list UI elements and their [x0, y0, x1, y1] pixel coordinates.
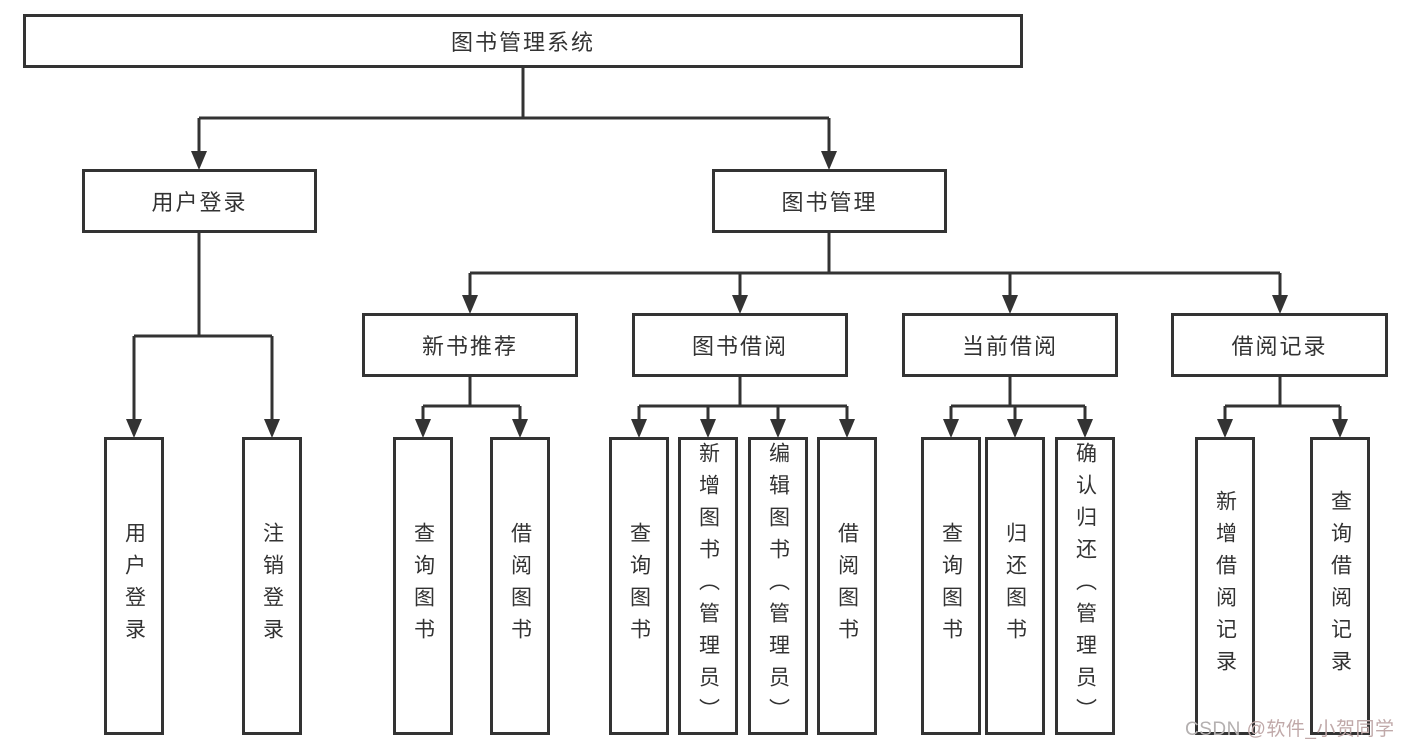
- leaf-cb-confirm-return-admin: 确认归还（管理员）: [1055, 437, 1115, 735]
- connector-book-borrow-to-leaves: [631, 377, 855, 438]
- node-user-login-branch-label: 用户登录: [151, 190, 248, 215]
- node-current-borrow-label: 当前借阅: [961, 334, 1058, 359]
- csdn-watermark-prefix: CSDN: [1185, 719, 1247, 740]
- connector-current-borrow-to-leaves: [943, 377, 1093, 438]
- leaf-user-login: 用户登录: [104, 437, 164, 735]
- node-new-book-rec-label: 新书推荐: [421, 334, 518, 359]
- leaf-bb-query-books-label: 查询图书: [627, 522, 651, 650]
- leaf-cb-query-books: 查询图书: [921, 437, 981, 735]
- csdn-watermark: CSDN @软件_小贺同学: [1185, 714, 1394, 741]
- connector-borrow-records-to-leaves: [1217, 377, 1348, 438]
- leaf-user-login-label: 用户登录: [122, 522, 146, 650]
- leaf-bb-edit-books-admin: 编辑图书（管理员）: [748, 437, 808, 735]
- node-root-system-label: 图书管理系统: [450, 30, 595, 55]
- leaf-bb-borrow-books-label: 借阅图书: [835, 522, 859, 650]
- node-borrow-records-label: 借阅记录: [1231, 334, 1328, 359]
- leaf-bb-query-books: 查询图书: [609, 437, 669, 735]
- leaf-cb-confirm-return-admin-label: 确认归还（管理员）: [1073, 442, 1097, 730]
- connector-book-management-to-sections: [462, 233, 1288, 314]
- node-book-borrow-label: 图书借阅: [691, 334, 788, 359]
- leaf-br-add-record-label: 新增借阅记录: [1213, 490, 1237, 682]
- node-book-management-branch-label: 图书管理: [781, 190, 878, 215]
- leaf-rec-borrow-books: 借阅图书: [490, 437, 550, 735]
- node-borrow-records: 借阅记录: [1171, 313, 1388, 377]
- node-book-borrow: 图书借阅: [632, 313, 848, 377]
- connector-user-login-to-leaves: [126, 233, 280, 438]
- leaf-logout: 注销登录: [242, 437, 302, 735]
- csdn-watermark-handle: @软件_小贺同学: [1246, 719, 1395, 740]
- node-new-book-rec: 新书推荐: [362, 313, 578, 377]
- leaf-br-query-record-label: 查询借阅记录: [1328, 490, 1352, 682]
- leaf-bb-add-books-admin-label: 新增图书（管理员）: [696, 442, 720, 730]
- leaf-rec-query-books-label: 查询图书: [411, 522, 435, 650]
- leaf-rec-query-books: 查询图书: [393, 437, 453, 735]
- leaf-bb-add-books-admin: 新增图书（管理员）: [678, 437, 738, 735]
- leaf-rec-borrow-books-label: 借阅图书: [508, 522, 532, 650]
- connector-new-book-rec-to-leaves: [415, 377, 528, 438]
- leaf-cb-query-books-label: 查询图书: [939, 522, 963, 650]
- leaf-cb-return-books: 归还图书: [985, 437, 1045, 735]
- node-book-management-branch: 图书管理: [712, 169, 947, 233]
- node-current-borrow: 当前借阅: [902, 313, 1118, 377]
- node-user-login-branch: 用户登录: [82, 169, 317, 233]
- leaf-br-query-record: 查询借阅记录: [1310, 437, 1370, 735]
- leaf-br-add-record: 新增借阅记录: [1195, 437, 1255, 735]
- node-root-system: 图书管理系统: [23, 14, 1023, 68]
- connector-root-to-branches: [191, 68, 837, 170]
- leaf-logout-label: 注销登录: [260, 522, 284, 650]
- leaf-bb-borrow-books: 借阅图书: [817, 437, 877, 735]
- leaf-cb-return-books-label: 归还图书: [1003, 522, 1027, 650]
- leaf-bb-edit-books-admin-label: 编辑图书（管理员）: [766, 442, 790, 730]
